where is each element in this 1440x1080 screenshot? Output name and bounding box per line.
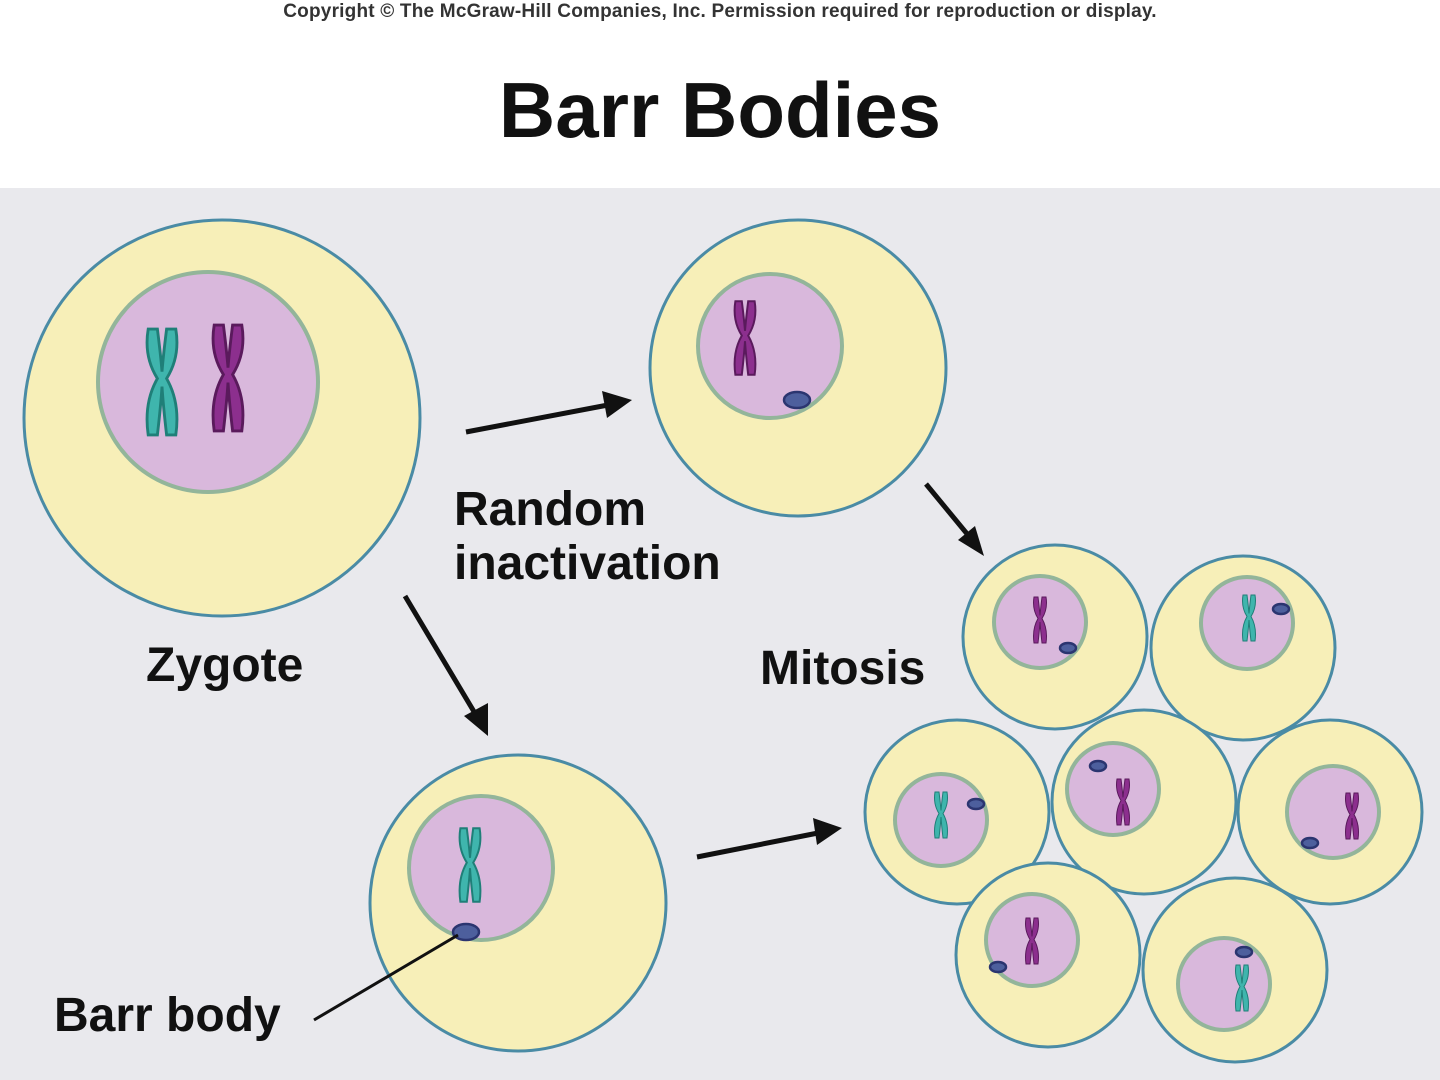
barr-body-label: Barr body xyxy=(54,989,281,1042)
barr-body-dot xyxy=(451,922,481,942)
zygote-cell xyxy=(22,218,422,618)
mitosis-cluster xyxy=(863,543,1424,1064)
daughter-cell xyxy=(954,861,1142,1049)
inactivated-cell-top xyxy=(648,218,948,518)
daughter-cell xyxy=(863,718,1051,906)
arrow-zygote-to-top xyxy=(465,391,632,435)
arrow-top-to-mitosis xyxy=(924,482,984,556)
arrow-bottom-to-mitosis xyxy=(696,818,842,860)
daughter-cell xyxy=(1141,876,1329,1064)
inactivated-cell-bottom xyxy=(368,753,668,1053)
random-inactivation-label-line1: Random xyxy=(454,483,646,536)
arrow-zygote-to-bottom xyxy=(402,594,488,736)
diagram-title: Barr Bodies xyxy=(498,66,942,154)
copyright-notice: Copyright © The McGraw-Hill Companies, I… xyxy=(283,1,1157,22)
daughter-cell xyxy=(961,543,1149,731)
zygote-label: Zygote xyxy=(146,639,304,692)
daughter-cell xyxy=(1236,718,1424,906)
mitosis-label: Mitosis xyxy=(760,642,926,695)
barr-body-dot xyxy=(782,390,812,410)
barr-body-pointer-line xyxy=(313,933,459,1022)
daughter-cell xyxy=(1050,708,1238,896)
random-inactivation-label-line2: inactivation xyxy=(454,537,721,590)
daughter-cell xyxy=(1149,554,1337,742)
